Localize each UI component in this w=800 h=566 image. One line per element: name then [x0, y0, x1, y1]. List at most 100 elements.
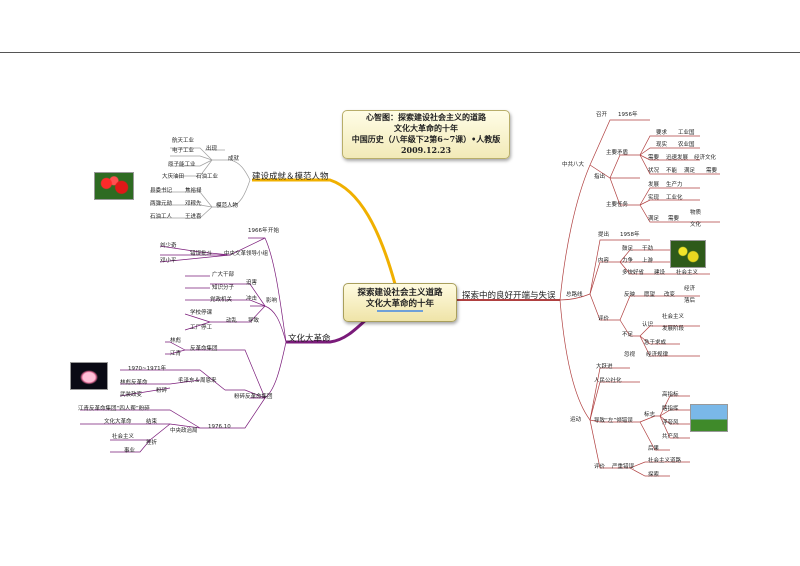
- node-task-1: 发展: [648, 182, 660, 188]
- node-c-4: 农业国: [678, 142, 695, 148]
- title-line-2: 文化大革命的十年: [394, 123, 458, 133]
- node-task-3: 实现: [648, 195, 660, 201]
- node-c-9: 不能: [666, 168, 678, 174]
- node-soc: 社会主义: [662, 314, 685, 320]
- node-c-7: 经济文化: [694, 155, 717, 161]
- page-top-rule: [0, 52, 800, 53]
- node-date: 1976.10: [208, 424, 231, 430]
- node-ach-3: 原子能工业: [168, 162, 196, 168]
- node-chaos-2: 工厂停工: [190, 325, 213, 331]
- node-law: 经济规律: [646, 352, 669, 358]
- node-model-4: 邓稼先: [185, 201, 202, 207]
- node-cause: 事业: [124, 448, 136, 454]
- node-coup: 武装政变: [120, 392, 143, 398]
- title-date: 2009.12.23: [400, 145, 452, 155]
- node-econ: 经济: [684, 286, 696, 292]
- node-evaluation: 评价: [598, 316, 610, 322]
- title-box: 心智图：探索建设社会主义的道路 文化大革命的十年 中国历史（八年级下2第6~7课…: [342, 110, 510, 159]
- node-backward: 落后: [684, 298, 696, 304]
- branch-construction: 建设成就＆模范人物: [252, 172, 329, 182]
- node-desire: 愿望: [644, 292, 656, 298]
- node-content-2: 干劲: [642, 246, 654, 252]
- node-content-3: 力争: [622, 258, 634, 264]
- node-content-5: 多快好省: [622, 270, 645, 276]
- node-deng: 邓小平: [160, 258, 177, 264]
- node-model-5: 石油工人: [150, 214, 173, 220]
- node-task-8: 文化: [690, 222, 702, 228]
- node-c-5: 需要: [648, 155, 660, 161]
- node-impact: 影响: [266, 298, 278, 304]
- node-chaos: 动乱: [226, 318, 238, 324]
- central-line-1: 探索建设社会主义道路: [357, 288, 443, 298]
- node-knowledge: 认识: [642, 322, 654, 328]
- node-c-3: 现实: [656, 142, 668, 148]
- node-models: 模范人物: [216, 203, 239, 209]
- node-change: 改变: [664, 292, 676, 298]
- node-mao-zhou: 毛泽东＆周恩来: [178, 378, 217, 384]
- node-ach-1: 航天工业: [172, 138, 195, 144]
- node-c-8: 状况: [648, 168, 660, 174]
- node-move-eval: 评价: [594, 464, 606, 470]
- node-ended-item: 文化大革命: [104, 419, 132, 425]
- title-line-3: 中国历史（八年级下2第6~7课）•人教版: [351, 134, 501, 144]
- node-lin: 林彪: [170, 338, 182, 344]
- node-contradiction: 主要矛盾: [606, 150, 629, 156]
- node-start-year: 1966年: [248, 228, 268, 234]
- central-line-2: 文化大革命的十年: [365, 299, 434, 309]
- node-smash: 粉碎反革命集团: [234, 394, 273, 400]
- node-sign-1: 高指标: [662, 392, 679, 398]
- node-content-7: 社会主义: [676, 270, 699, 276]
- node-ach-4: 大庆油田: [162, 174, 185, 180]
- node-sign-2: 瞎指挥: [662, 406, 679, 412]
- node-c-10: 满足: [684, 168, 696, 174]
- node-serious: 严重错误: [612, 464, 635, 470]
- branch-exploration: 探索中的良好开端与失误: [462, 291, 556, 301]
- node-ach-5: 石油工业: [196, 174, 219, 180]
- node-result: 导致: [248, 318, 260, 324]
- right-branches: [559, 119, 720, 477]
- node-flag: 标志: [644, 412, 656, 418]
- landscape-photo: [690, 404, 728, 432]
- node-achievements: 成就: [228, 156, 240, 162]
- node-ignore: 忽视: [624, 352, 636, 358]
- node-insufficient: 不足: [622, 332, 634, 338]
- lower-left-branches: [80, 237, 287, 453]
- node-c-1: 要求: [656, 130, 668, 136]
- node-appear: 出现: [206, 146, 218, 152]
- node-shock: 冲击: [246, 296, 258, 302]
- node-general-line: 总路线: [566, 292, 583, 298]
- node-leading-group: 中央文革领导小组: [224, 251, 269, 257]
- node-sign-3: 浮夸风: [662, 420, 679, 426]
- node-held: 召开: [596, 112, 608, 118]
- node-eighth-year: 1956年: [618, 112, 638, 118]
- node-lin-group: 林彪反革命: [120, 380, 148, 386]
- upper-left-branches: [150, 147, 251, 219]
- node-reflect: 反映: [624, 292, 636, 298]
- node-sign-4: 共产风: [662, 434, 679, 440]
- node-model-2: 焦裕禄: [185, 188, 202, 194]
- node-task-2: 生产力: [666, 182, 683, 188]
- node-c-11: 需要: [706, 168, 718, 174]
- node-leap: 大跃进: [596, 364, 613, 370]
- node-c-6: 迅速发展: [666, 155, 689, 161]
- node-general-year: 1958年: [620, 232, 640, 238]
- node-harm-2: 知识分子: [212, 285, 235, 291]
- node-consequence: 后果: [648, 446, 660, 452]
- node-jiang: 江青: [170, 351, 182, 357]
- node-damage: 挫折: [146, 440, 158, 446]
- node-years: 1970~1971年: [128, 366, 167, 372]
- node-socialism: 社会主义: [112, 434, 135, 440]
- central-topic: 探索建设社会主义道路 文化大革命的十年: [343, 283, 457, 322]
- node-task-6: 需要: [668, 216, 680, 222]
- node-c-2: 工业国: [678, 130, 695, 136]
- node-harm: 迫害: [246, 280, 258, 286]
- node-explore: 探索: [648, 472, 660, 478]
- node-model-1: 县委书记: [150, 188, 173, 194]
- title-line-1: 心智图：探索建设社会主义的道路: [366, 112, 486, 122]
- node-eager: 急于求成: [644, 340, 667, 346]
- node-liu: 刘少奇: [160, 243, 177, 249]
- node-content: 内容: [598, 258, 610, 264]
- node-movement: 运动: [570, 417, 582, 423]
